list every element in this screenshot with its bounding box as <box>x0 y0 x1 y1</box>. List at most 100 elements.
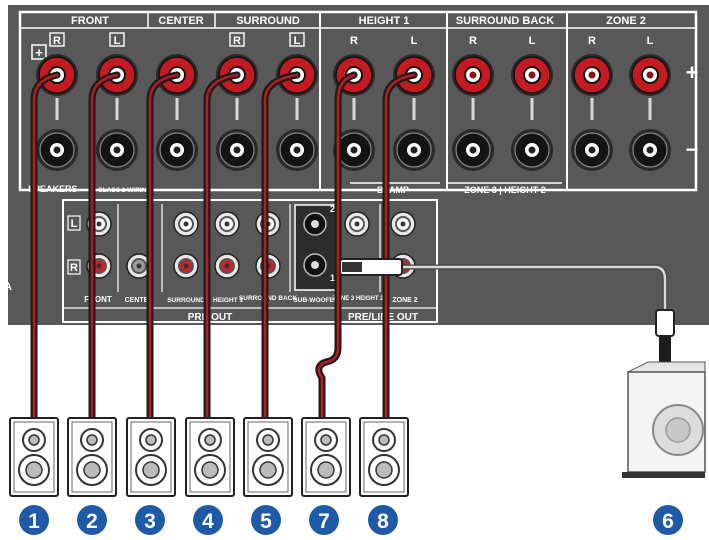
speaker-number-label: 8 <box>377 510 389 533</box>
terminal-link <box>648 98 652 120</box>
tweeter-dome <box>204 434 216 446</box>
sub-jack-number-2: 2 <box>330 204 335 214</box>
minus-terminal-hole <box>528 146 536 154</box>
woofer-cone <box>259 461 277 479</box>
channel-mark: L <box>114 35 121 47</box>
speaker-front <box>13 421 55 493</box>
minus-terminal-hole <box>293 146 301 154</box>
rca-jack-pin <box>183 263 189 269</box>
subwoofer-base <box>622 472 705 478</box>
channel-mark: R <box>233 35 241 47</box>
channel-mark: L <box>529 35 536 47</box>
terminal-link <box>175 98 179 120</box>
speaker-number-label: 2 <box>86 510 98 533</box>
speaker-number-badge <box>653 505 683 535</box>
group-label-zone2: ZONE 2 <box>606 15 646 27</box>
speaker-front <box>130 421 172 493</box>
channel-mark-box <box>229 32 245 47</box>
rca-jack-pin <box>224 221 230 227</box>
woofer-cone <box>317 461 335 479</box>
pre-row-r: R <box>70 262 78 274</box>
channel-mark: R <box>53 35 61 47</box>
woofer-cone <box>142 461 160 479</box>
group-label-height1: HEIGHT 1 <box>359 15 410 27</box>
minus-terminal-hole <box>410 146 418 154</box>
tweeter-dome <box>86 434 98 446</box>
pre-label-surround: SURROUND <box>167 297 205 304</box>
speaker-front <box>305 421 347 493</box>
rca-jack-pin <box>183 221 189 227</box>
speaker-front <box>71 421 113 493</box>
channel-mark: R <box>350 35 358 47</box>
channel-mark: L <box>411 35 418 47</box>
speaker-number-label: 4 <box>202 510 214 533</box>
plus-terminal-hole <box>646 71 654 79</box>
speaker-cable-1 <box>32 73 59 422</box>
group-label-center: CENTER <box>158 15 203 27</box>
pre-row-r-box <box>67 259 81 275</box>
terminal-link <box>590 98 594 120</box>
subwoofer-cable <box>342 265 667 320</box>
plus-sign: + <box>686 60 699 85</box>
pre-label-subwoofer: SUB-WOOFER <box>293 297 338 304</box>
speaker-cable-4 <box>205 73 239 422</box>
rca-jack-pin <box>136 263 142 269</box>
channel-mark: R <box>588 35 596 47</box>
plus-box-icon <box>31 44 47 60</box>
speaker-front <box>363 421 405 493</box>
plus-terminal-hole <box>588 71 596 79</box>
group-label-surround: SURROUND <box>236 15 300 27</box>
woofer-cone <box>25 461 43 479</box>
pre-label-zone-height: ZONE 3 HEIGHT 2 <box>332 296 384 302</box>
bi-amp-label: BI-AMP <box>377 185 409 195</box>
terminal-link <box>55 98 59 120</box>
tweeter-dome <box>378 434 390 446</box>
minus-terminal-hole <box>350 146 358 154</box>
rca-jack-pin <box>400 221 406 227</box>
woofer-cone <box>375 461 393 479</box>
group-label-front: FRONT <box>71 15 109 27</box>
speaker-number-badge <box>19 505 49 535</box>
tweeter-dome <box>28 434 40 446</box>
zone3-height2-label: ZONE 3 | HEIGHT 2 <box>464 185 546 195</box>
pre-row-l-box <box>67 215 81 231</box>
subwoofer-jack-1-pin <box>311 261 319 269</box>
pre-label-zone2: ZONE 2 <box>392 297 417 304</box>
pre-out-frame <box>62 199 438 323</box>
rca-jack-pin <box>354 221 360 227</box>
terminal-link <box>295 98 299 120</box>
subwoofer-jack-2-pin <box>311 220 319 228</box>
speaker-number-badge <box>193 505 223 535</box>
speaker-number-badge <box>77 505 107 535</box>
terminal-link <box>530 98 534 120</box>
channel-mark-box <box>109 32 125 47</box>
speaker-number-label: 7 <box>318 510 330 533</box>
terminal-link <box>412 98 416 120</box>
speaker-front <box>247 421 289 493</box>
speaker-number-label: 5 <box>260 510 272 533</box>
speaker-number-label: 3 <box>144 510 156 533</box>
rca-plug-tip <box>342 262 362 272</box>
speaker-number-label: 1 <box>28 510 40 533</box>
rca-jack-pin <box>96 221 102 227</box>
rca-jack-pin <box>224 263 230 269</box>
tweeter-dome <box>320 434 332 446</box>
speaker-cable-8 <box>384 73 416 422</box>
pre-label-front: FRONT <box>84 295 112 304</box>
rca-jack-pin <box>96 263 102 269</box>
speaker-number-badge <box>368 505 398 535</box>
woofer-cone <box>83 461 101 479</box>
minus-terminal-hole <box>469 146 477 154</box>
minus-terminal-hole <box>53 146 61 154</box>
pre-row-l: L <box>71 218 78 230</box>
minus-terminal-hole <box>588 146 596 154</box>
minus-sign: − <box>686 137 699 162</box>
minus-terminal-hole <box>113 146 121 154</box>
plus-terminal-hole <box>528 71 536 79</box>
speaker-number-badge <box>251 505 281 535</box>
rca-plug-body-sub <box>655 309 675 337</box>
speaker-cable-2 <box>90 73 119 422</box>
channel-mark: L <box>647 35 654 47</box>
plus-terminal-hole <box>469 71 477 79</box>
